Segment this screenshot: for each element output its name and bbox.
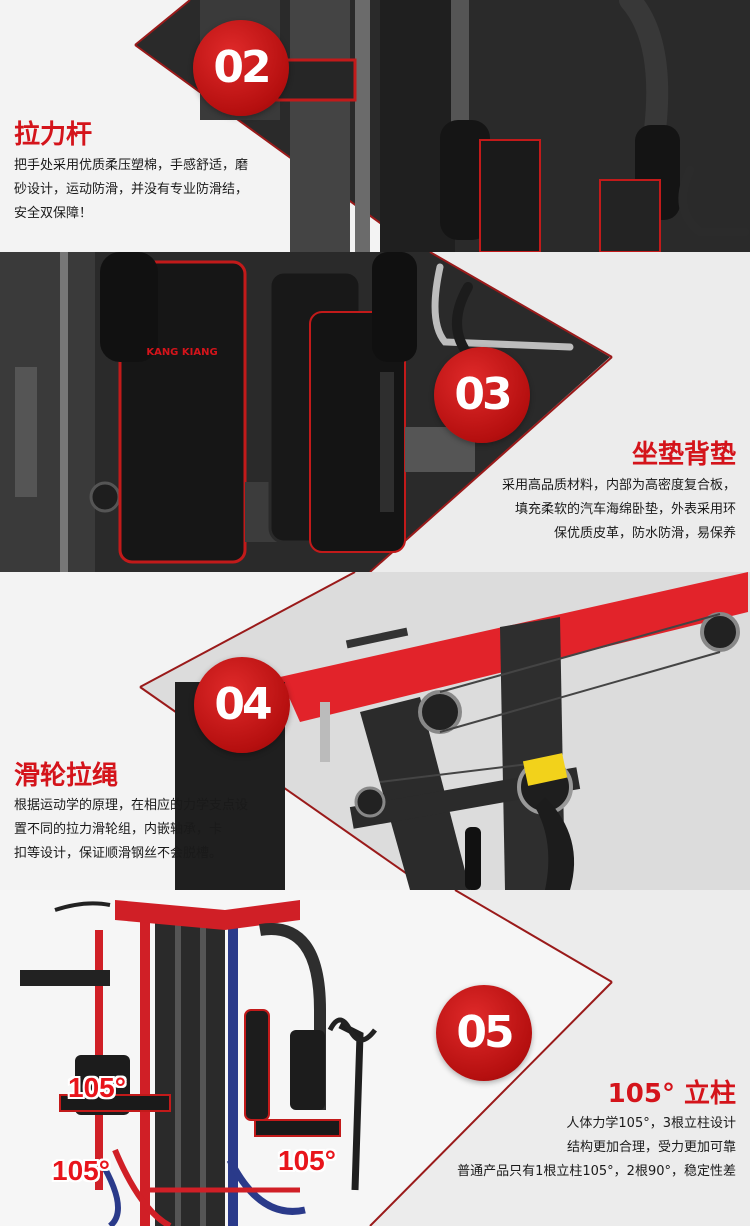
description-line: 把手处采用优质柔压塑棉，手感舒适，磨 [14, 158, 249, 173]
description-line: 保优质皮革，防水防滑，易保养 [553, 526, 736, 541]
feature-title: 坐垫背垫 [631, 440, 736, 470]
description-line: 人体力学105°，3根立柱设计 [566, 1116, 736, 1131]
angle-label: 105° [52, 1155, 110, 1186]
feature-number-badge: 03 [434, 347, 530, 443]
description-line: 填充柔软的汽车海绵卧垫，外表采用环 [514, 502, 736, 517]
description-line: 普通产品只有1根立柱105°，2根90°，稳定性差 [457, 1164, 736, 1179]
feature-section-pulley-cable: 04 滑轮拉绳 根据运动学的原理，在相应的力学支点设 置不同的拉力滑轮组，内嵌轴… [0, 572, 750, 890]
description-line: 置不同的拉力滑轮组，内嵌轴承，卡 [14, 822, 223, 837]
angle-label: 105° [278, 1145, 336, 1176]
feature-number-badge: 02 [193, 20, 289, 116]
description-line: 结构更加合理，受力更加可靠 [566, 1140, 736, 1155]
feature-description: 根据运动学的原理，在相应的力学支点设 置不同的拉力滑轮组，内嵌轴承，卡 扣等设计… [14, 794, 248, 866]
feature-description: 人体力学105°，3根立柱设计 结构更加合理，受力更加可靠 普通产品只有1根立柱… [457, 1112, 736, 1184]
feature-section-105-columns: 105° 105° 105° 05 105° 立柱 人体力学105°，3根立柱设… [0, 890, 750, 1226]
description-line: 砂设计，运动防滑，并没有专业防滑结， [14, 182, 249, 197]
feature-title: 105° 立柱 [607, 1079, 736, 1109]
feature-title: 滑轮拉绳 [14, 761, 119, 791]
seat-pad-photo: KANG KIANG [0, 252, 613, 572]
feature-title: 拉力杆 [14, 120, 93, 150]
description-line: 根据运动学的原理，在相应的力学支点设 [14, 798, 249, 813]
feature-description: 把手处采用优质柔压塑棉，手感舒适，磨 砂设计，运动防滑，并没有专业防滑结， 安全… [14, 154, 248, 226]
feature-section-seat-pad: KANG KIANG 03 坐垫背垫 采用高品质材料，内部为高密度复合板， 填充… [0, 252, 750, 572]
feature-section-pull-bar: 02 拉力杆 把手处采用优质柔压塑棉，手感舒适，磨 砂设计，运动防滑，并没有专业… [0, 0, 750, 252]
brand-logo-text: KANG KIANG [146, 347, 217, 358]
description-line: 采用高品质材料，内部为高密度复合板， [501, 478, 736, 493]
feature-number-badge: 04 [194, 657, 290, 753]
feature-description: 采用高品质材料，内部为高密度复合板， 填充柔软的汽车海绵卧垫，外表采用环 保优质… [502, 474, 736, 546]
gym-station-photo [0, 890, 613, 1226]
feature-number-badge: 05 [436, 985, 532, 1081]
description-line: 扣等设计，保证顺滑钢丝不会脱槽。 [14, 846, 223, 861]
angle-label: 105° [68, 1072, 126, 1103]
description-line: 安全双保障！ [14, 206, 93, 221]
